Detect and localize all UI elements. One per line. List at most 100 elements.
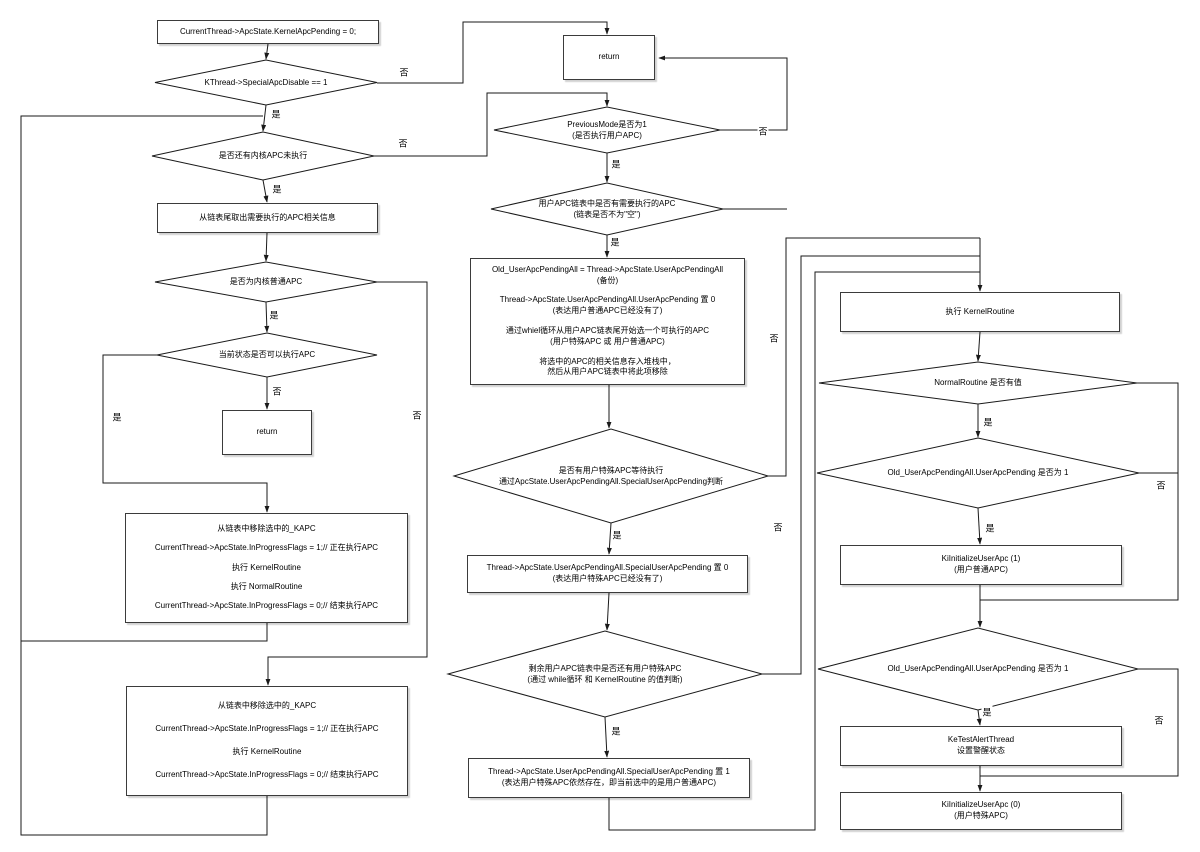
decision-previous-mode	[493, 106, 721, 154]
process-text: (用户特殊APC)	[954, 811, 1008, 820]
edge-remaining-no	[762, 255, 980, 675]
edge-label-yes: 是	[610, 724, 622, 738]
edge-label-yes: 是	[982, 415, 994, 429]
process-text: CurrentThread->ApcState.InProgressFlags …	[154, 543, 379, 553]
process-text: KeTestAlertThread	[947, 735, 1015, 745]
process-prepare-user-apc: Old_UserApcPendingAll = Thread->ApcState…	[470, 258, 745, 385]
process-text: 从链表中移除选中的_KAPC	[217, 524, 316, 534]
edge-label-yes: 是	[981, 705, 993, 719]
edge-oldpending1-yes	[977, 507, 983, 545]
process-text: return	[256, 427, 278, 437]
process-ki-initialize-user-apc-0: KiInitializeUserApc (0) (用户特殊APC)	[840, 792, 1122, 830]
edge-execkr-to-normalroutine	[975, 331, 981, 362]
process-return-top: return	[563, 35, 655, 80]
edge-specialpending-no	[768, 237, 980, 477]
process-text: (表达用户普通APC已经没有了)	[552, 306, 663, 316]
process-text: 将选中的APC的相关信息存入堆栈中，	[539, 356, 676, 366]
edge-clear-to-remaining	[604, 592, 610, 631]
edge-oldpending2-no	[980, 668, 1179, 777]
edge-oldpending2-yes	[976, 709, 982, 726]
process-text: 然后从用户APC链表中将此项移除	[547, 367, 668, 377]
edge-label-no: 否	[271, 384, 283, 398]
edge-remaining-yes	[604, 716, 610, 758]
process-text: 设置警醒状态	[957, 746, 1005, 755]
edge-label-no: 否	[397, 136, 409, 150]
decision-old-pending-2	[817, 627, 1139, 711]
process-exec-kernel-routine: 执行 KernelRoutine	[840, 292, 1120, 332]
edge-kernel-left-no	[373, 92, 610, 157]
process-text: Thread->ApcState.UserApcPendingAll.Speci…	[486, 563, 729, 573]
process-text: 执行 KernelRoutine	[945, 306, 1015, 316]
process-exec-kapc-full: 从链表中移除选中的_KAPC CurrentThread->ApcState.I…	[125, 513, 408, 623]
process-ke-test-alert-thread: KeTestAlertThread 设置警醒状态	[840, 726, 1122, 766]
process-text: 执行 NormalRoutine	[230, 581, 303, 591]
edge-label-no: 否	[1155, 478, 1167, 492]
decision-special-apc-disable	[154, 59, 378, 106]
process-text: CurrentThread->ApcState.InProgressFlags …	[154, 600, 379, 610]
edge-label-no: 否	[411, 408, 423, 422]
process-text: Thread->ApcState.UserApcPendingAll.Speci…	[488, 767, 730, 777]
decision-can-exec-apc	[156, 332, 378, 378]
decision-special-user-pending	[452, 428, 770, 524]
decision-user-apc-list	[490, 182, 724, 236]
process-text: 执行 KernelRoutine	[232, 562, 301, 572]
edge-normalroutine-no	[980, 382, 1179, 601]
edge-label-yes: 是	[609, 235, 621, 249]
edge-kernel-left-yes	[262, 179, 269, 203]
edge-setpending-to-kernelroutine	[608, 271, 980, 831]
process-text: 从链表中移除选中的_KAPC	[217, 701, 317, 711]
process-text: CurrentThread->ApcState.KernelApcPending…	[179, 26, 357, 36]
edge-isnormal-no	[265, 281, 428, 686]
process-text: KiInitializeUserApc (0)	[941, 800, 1021, 810]
process-text: 通过whiel循环从用户APC链表尾开始选一个可执行的APC	[505, 326, 710, 335]
process-text: 从链表尾取出需要执行的APC相关信息	[199, 212, 336, 222]
edge-special-disable-yes	[261, 104, 267, 132]
edge-kapcspecial-loopback	[20, 115, 268, 836]
process-clear-special-user-pending: Thread->ApcState.UserApcPendingAll.Speci…	[467, 555, 748, 593]
process-text: (用户特殊APC 或 用户普通APC)	[550, 336, 665, 346]
edge-label-yes: 是	[271, 182, 283, 196]
process-text: return	[598, 52, 620, 62]
edge-kapcfull-loopback	[21, 623, 268, 642]
decision-is-normal-kapc	[154, 261, 378, 303]
edge-label-yes: 是	[111, 410, 123, 424]
edge-special-disable-no-return	[377, 21, 610, 84]
edge-label-no: 否	[772, 520, 784, 534]
edge-label-yes: 是	[611, 528, 623, 542]
edge-isnormal-yes	[264, 301, 270, 333]
edge-label-no: 否	[398, 65, 410, 79]
edge-label-no: 否	[757, 124, 769, 138]
decision-old-pending-1	[816, 437, 1140, 509]
edge-fetch-to-isnormal	[263, 232, 269, 262]
decision-remaining-special	[446, 630, 764, 718]
process-exec-kapc-special: 从链表中移除选中的_KAPC CurrentThread->ApcState.I…	[126, 686, 408, 796]
edge-canexec-yes	[102, 354, 270, 513]
decision-kernel-apc-left	[151, 131, 375, 181]
process-ki-initialize-user-apc-1: KiInitializeUserApc (1) (用户普通APC)	[840, 545, 1122, 585]
edge-specialpending-yes	[606, 522, 612, 555]
edge-label-yes: 是	[984, 521, 996, 535]
edge-label-yes: 是	[270, 107, 282, 121]
process-text: (用户普通APC)	[954, 565, 1008, 574]
edge-label-no: 否	[768, 331, 780, 345]
process-text: CurrentThread->ApcState.InProgressFlags …	[155, 770, 379, 780]
process-init-kernel-apc-pending: CurrentThread->ApcState.KernelApcPending…	[157, 20, 379, 44]
process-text: (备份)	[596, 275, 619, 285]
decision-normal-routine	[818, 361, 1138, 405]
process-text: Old_UserApcPendingAll = Thread->ApcState…	[491, 264, 724, 274]
process-text: Thread->ApcState.UserApcPendingAll.UserA…	[499, 295, 716, 305]
process-text: CurrentThread->ApcState.InProgressFlags …	[155, 724, 379, 734]
process-set-special-user-pending: Thread->ApcState.UserApcPendingAll.Speci…	[468, 758, 750, 798]
process-fetch-apc-info: 从链表尾取出需要执行的APC相关信息	[157, 203, 378, 233]
process-return-left: return	[222, 410, 312, 455]
process-text: (表达用户特殊APC已经没有了)	[552, 574, 663, 583]
edge-prevmode-no-return	[658, 55, 788, 131]
process-text: 执行 KernelRoutine	[232, 747, 302, 757]
edge-label-yes: 是	[268, 308, 280, 322]
process-text: KiInitializeUserApc (1)	[941, 554, 1021, 564]
process-text: (表达用户特殊APC依然存在，即当前选中的是用户普通APC)	[501, 778, 717, 787]
edge-label-no: 否	[1153, 713, 1165, 727]
edge-label-yes: 是	[610, 157, 622, 171]
